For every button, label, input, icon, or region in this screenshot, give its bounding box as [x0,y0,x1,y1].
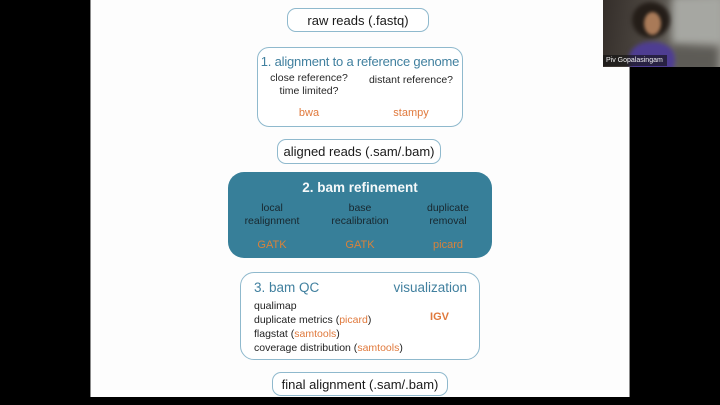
presentation-slide: raw reads (.fastq) 1. alignment to a ref… [90,0,630,397]
participant-name-label: Piv Gopalasingam [603,55,667,66]
qc-item-text: flagstat ( [254,328,295,340]
label-recalibration: recalibration [331,215,389,227]
raw-reads-label: raw reads (.fastq) [307,12,409,28]
flow-box-raw-reads: raw reads (.fastq) [287,8,429,32]
tool-stampy: stampy [393,107,429,119]
tool-picard: picard [433,239,463,251]
step1-alignment-box: 1. alignment to a reference genome close… [257,47,463,127]
question-time-limited: time limited? [279,85,339,97]
participant-video[interactable]: Piv Gopalasingam [603,0,720,67]
qc-item-tool: picard [339,314,368,326]
tool-bwa: bwa [298,107,320,119]
qc-item-text: qualimap [254,300,297,312]
step1-tools-row: bwa stampy [258,107,462,119]
label-base: base [348,202,372,214]
step2-col-duplicate-removal: duplicate removal [404,202,492,228]
step2-tools-row: GATK GATK picard [228,239,492,251]
participant-face [644,12,661,35]
step3-qc-list: qualimap duplicate metrics (picard) flag… [254,299,467,355]
qc-item-flagstat: flagstat (samtools) [254,327,467,341]
step2-labels-row: local realignment base recalibration dup… [228,202,492,228]
step1-questions-row: close reference? time limited? distant r… [258,72,462,98]
tool-igv: IGV [430,311,449,323]
question-close-reference: close reference? [270,72,348,84]
step2-title: 2. bam refinement [302,180,418,195]
step3-bam-qc-box: 3. bam QC visualization qualimap duplica… [240,272,480,360]
visualization-title: visualization [393,280,467,295]
step1-title: 1. alignment to a reference genome [260,54,460,69]
qc-item-coverage-distribution: coverage distribution (samtools) [254,341,467,355]
qc-item-qualimap: qualimap [254,299,467,313]
qc-item-tool: samtools [357,342,400,354]
qc-item-suffix: ) [399,342,403,354]
step2-bam-refinement-box: 2. bam refinement local realignment base… [228,172,492,258]
step3-title: 3. bam QC [254,280,320,295]
step2-col-local-realignment: local realignment [228,202,316,228]
question-distant-reference: distant reference? [368,74,454,86]
final-alignment-label: final alignment (.sam/.bam) [281,376,439,392]
aligned-reads-label: aligned reads (.sam/.bam) [283,144,435,159]
flow-box-aligned-reads: aligned reads (.sam/.bam) [277,139,441,164]
label-local: local [261,202,283,214]
label-duplicate: duplicate [426,202,470,214]
label-removal: removal [429,215,467,227]
video-window-light [672,0,720,44]
step2-col-base-recalibration: base recalibration [316,202,404,228]
step1-left-questions: close reference? time limited? [258,72,360,98]
qc-item-suffix: ) [336,328,340,340]
qc-item-text: coverage distribution ( [254,342,358,354]
qc-item-duplicate-metrics: duplicate metrics (picard) [254,313,467,327]
qc-item-text: duplicate metrics ( [254,314,340,326]
video-background-shade [672,47,718,67]
label-realignment: realignment [244,215,300,227]
flow-box-final-alignment: final alignment (.sam/.bam) [272,372,448,396]
tool-gatk-2: GATK [345,239,375,251]
qc-item-suffix: ) [367,314,372,326]
tool-gatk-1: GATK [257,239,287,251]
qc-item-tool: samtools [294,328,337,340]
step3-header: 3. bam QC visualization [254,280,467,295]
step1-right-questions: distant reference? [360,72,462,98]
